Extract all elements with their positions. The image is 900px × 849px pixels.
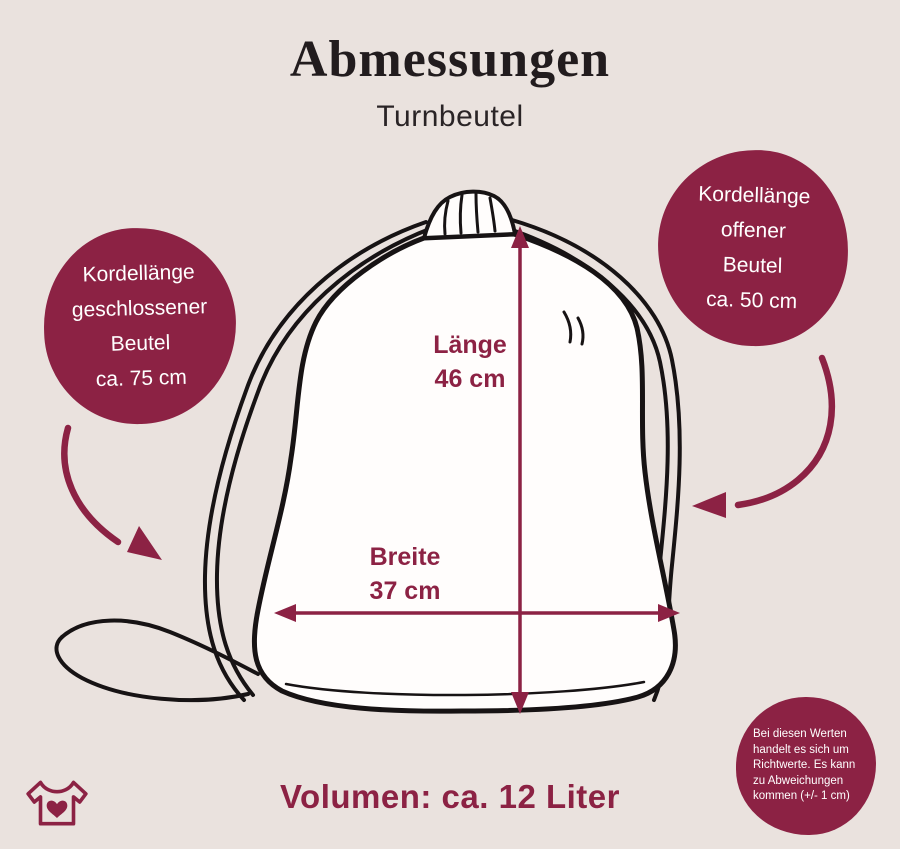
width-label: Breite: [369, 543, 441, 571]
width-dimension-label: Breite 37 cm: [338, 540, 472, 608]
disclaimer-line: kommen (+/- 1 cm): [753, 790, 850, 803]
disclaimer-line: Richtwerte. Es kann: [753, 759, 856, 772]
page-title: Abmessungen: [289, 31, 611, 88]
badge-line: offener: [720, 218, 787, 243]
tshirt-heart-logo-icon: [26, 780, 88, 826]
badge-line: Beutel: [110, 331, 171, 356]
badge-line: ca. 75 cm: [95, 365, 188, 392]
length-label: Länge: [433, 331, 507, 359]
volume-text: Volumen: ca. 12 Liter: [280, 778, 620, 815]
bag-body: [251, 189, 678, 714]
left-pointer-arrow: [61, 424, 162, 560]
badge-line: ca. 50 cm: [705, 287, 798, 314]
length-arrow: [511, 226, 529, 714]
right-pointer-arrow: [692, 354, 836, 518]
length-value: 46 cm: [434, 365, 506, 393]
page-subtitle: Turnbeutel: [376, 100, 524, 133]
width-value: 37 cm: [369, 577, 441, 605]
badge-line: Beutel: [722, 253, 783, 278]
disclaimer-line: Bei diesen Werten: [753, 728, 847, 741]
width-arrow: [274, 604, 680, 622]
disclaimer-line: handelt es sich um: [753, 743, 849, 756]
length-dimension-label: Länge 46 cm: [403, 328, 537, 396]
badge-line: Kordellänge: [698, 182, 811, 209]
disclaimer-line: zu Abweichungen: [753, 774, 844, 787]
badge-line: geschlossener: [71, 295, 208, 322]
badge-line: Kordellänge: [82, 260, 195, 287]
disclaimer-badge: Bei diesen Werten handelt es sich um Ric…: [736, 697, 876, 835]
